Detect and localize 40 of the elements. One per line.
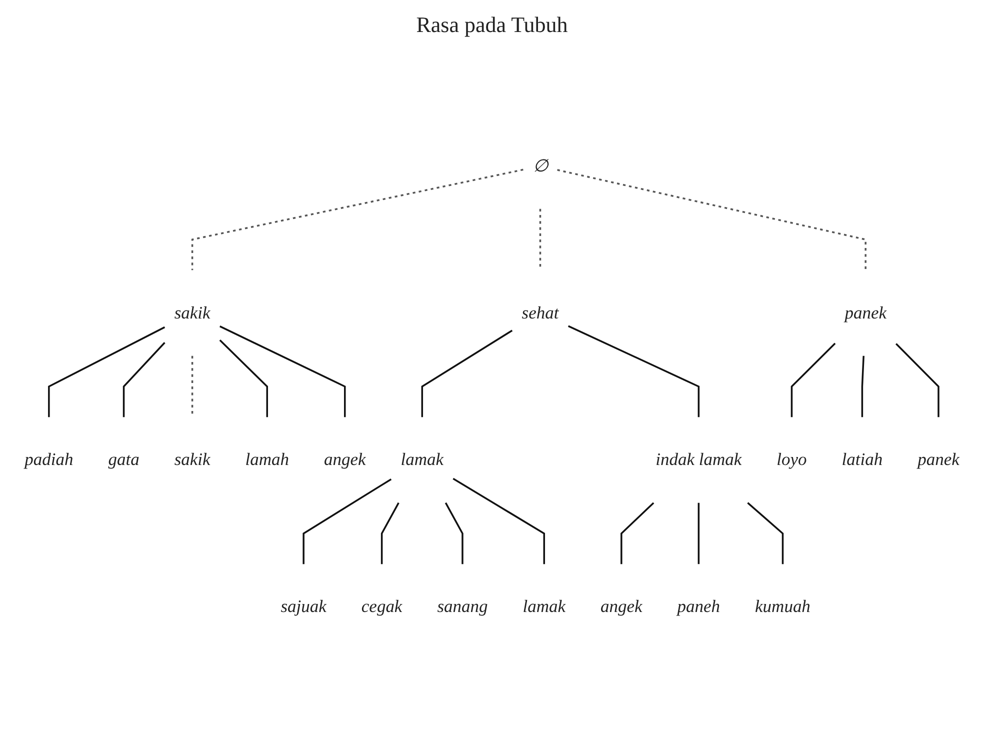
node-text: indak lamak [656, 450, 742, 470]
node-text: padiah [24, 450, 74, 470]
node-text: loyo [776, 450, 807, 470]
node-text: panek [844, 303, 886, 323]
node-text: lamak [400, 450, 444, 470]
node-text: lamak [522, 597, 566, 617]
node-text: gata [108, 450, 140, 470]
connector [380, 502, 400, 564]
node-text: angek [600, 597, 642, 617]
connector [122, 342, 166, 418]
node-text: cegak [361, 597, 402, 617]
connector [747, 502, 784, 564]
node-text: angek [324, 450, 366, 470]
connector [698, 502, 700, 564]
connector [620, 502, 654, 564]
connector [444, 502, 464, 564]
node-text: paneh [677, 597, 720, 617]
connector [861, 356, 864, 418]
connector [568, 325, 700, 418]
connector [302, 478, 392, 564]
connector [790, 342, 836, 418]
connector [191, 168, 524, 270]
node-text: sehat [522, 303, 559, 323]
connector [557, 169, 866, 270]
node-text: panek [918, 450, 960, 470]
node-text: sakik [174, 450, 210, 470]
node-text: sanang [437, 597, 488, 617]
node-text: sajuak [280, 597, 326, 617]
connector [895, 343, 940, 418]
node-text: latiah [842, 450, 883, 470]
node-text: lamah [245, 450, 289, 470]
connector [421, 330, 513, 418]
connector [219, 340, 268, 418]
connector [452, 478, 545, 564]
connector [220, 326, 346, 418]
connector [48, 326, 166, 418]
node-text: sakik [174, 303, 210, 323]
node-text: kumuah [755, 597, 810, 617]
diagram-title: Rasa pada Tubuh [416, 12, 568, 38]
node-text: ∅ [532, 156, 548, 176]
